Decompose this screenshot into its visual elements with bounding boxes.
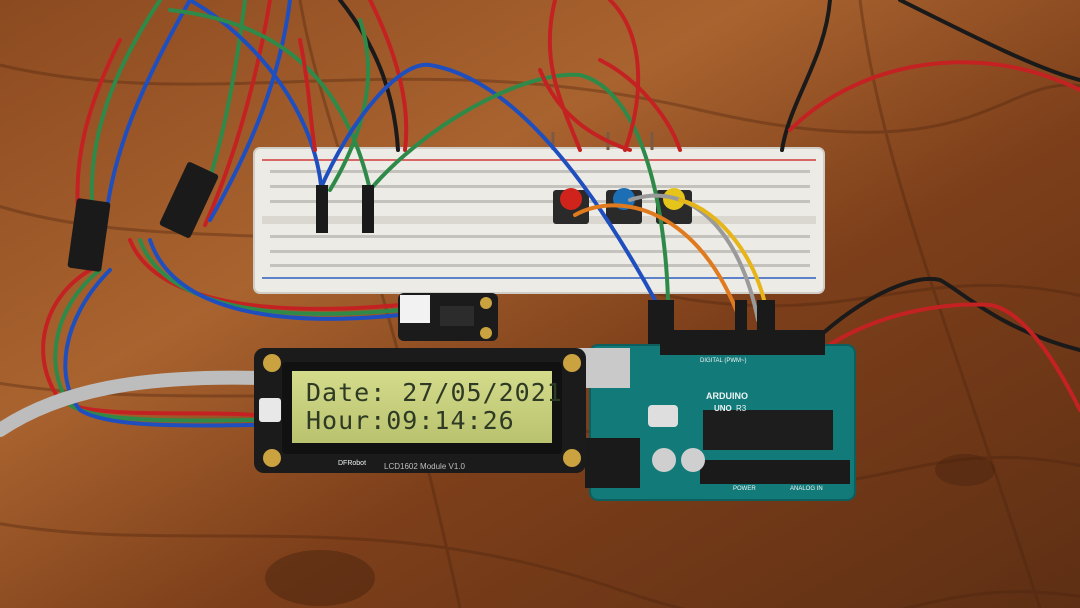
wood-knot [935, 454, 995, 486]
wire-connectors [67, 162, 775, 370]
arduino-logo-text: ARDUINO [706, 391, 748, 401]
lcd-line-2: Hour:09:14:26 [306, 406, 515, 435]
lcd-module [254, 348, 586, 473]
arduino-rev: R3 [736, 404, 747, 413]
arduino-analog-label: ANALOG IN [790, 486, 823, 492]
lcd-module-label: LCD1602 Module V1.0 [384, 462, 465, 471]
grey-cable [0, 370, 269, 437]
breadboard [253, 147, 825, 294]
lcd-line-1: Date: 27/05/2021 [306, 378, 563, 407]
arduino-power-label: POWER [733, 486, 756, 492]
lcd-screen [292, 371, 552, 443]
lcd-brand: DFRobot [338, 460, 367, 467]
arduino-board [570, 330, 856, 501]
arduino-digital-label: DIGITAL (PWM~) [700, 358, 747, 364]
arduino-model: UNO [714, 404, 732, 413]
push-button-red [553, 188, 589, 224]
wood-knot [265, 550, 375, 606]
rtc-module [398, 293, 498, 341]
